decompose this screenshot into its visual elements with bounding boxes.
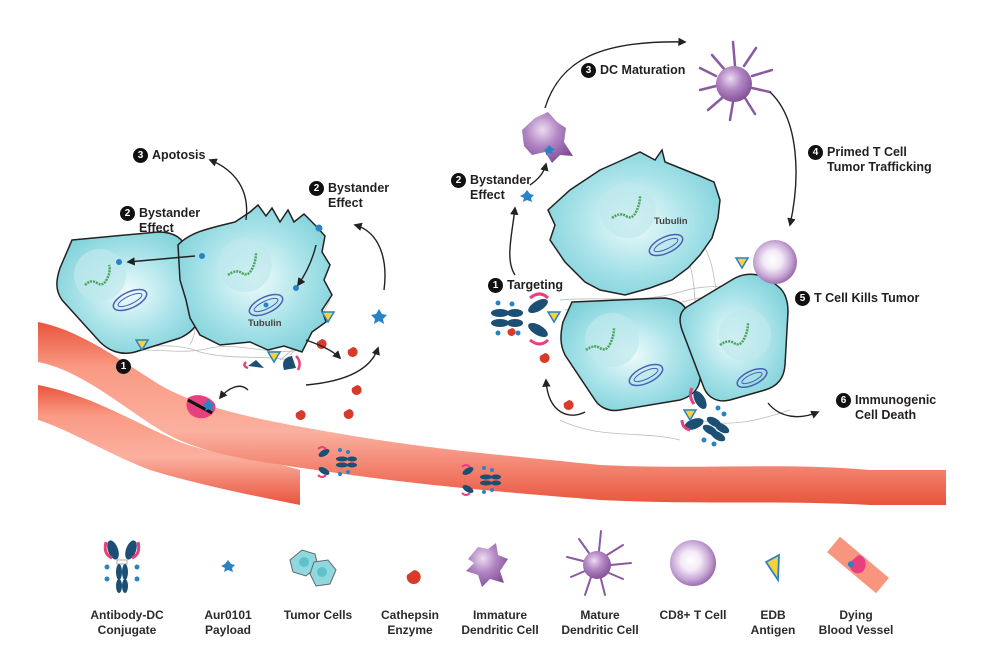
tubulin-label-right: Tubulin (654, 216, 688, 227)
right-step-immunogenic: 6 Immunogenic Cell Death (836, 393, 936, 423)
step-number: 3 (133, 148, 148, 163)
cathepsin-enzyme (539, 353, 550, 363)
legend-icon-immature-dc (466, 543, 508, 587)
step-label: DC Maturation (600, 63, 686, 77)
tumor-cell-right-bottom-right (679, 273, 789, 402)
legend-icon-cathepsin (406, 570, 421, 584)
adc-targeting (491, 292, 562, 346)
right-step-primed-t-cell: 4 Primed T Cell Tumor Trafficking (808, 145, 932, 175)
step-label: T Cell Kills Tumor (814, 291, 920, 305)
legend-icon-cd8-t-cell (670, 540, 716, 586)
legend-label-cathepsin: Cathepsin Enzyme (380, 608, 440, 637)
mature-dendritic-cell (698, 40, 774, 122)
cathepsin-enzymes-left (295, 339, 362, 420)
legend-icon-mature-dc (566, 530, 632, 596)
step-label: Bystander Effect (139, 206, 201, 235)
legend-label-tumor-cells: Tumor Cells (283, 608, 353, 622)
right-step-dc-maturation: 3 DC Maturation (581, 63, 685, 78)
step-number: 6 (836, 393, 851, 408)
right-step-bystander: 2 Bystander Effect (451, 173, 531, 203)
legend-icon-dying-vessel (827, 536, 889, 594)
tubulin-label-left: Tubulin (248, 318, 282, 329)
right-step-targeting: 1 Targeting (488, 278, 563, 293)
step-number: 2 (309, 181, 324, 196)
adc-in-vessel-1 (317, 446, 357, 478)
blood-vessel-main (38, 322, 946, 505)
adc-in-vessel-2 (461, 464, 501, 496)
legend-label-dying-vessel: Dying Blood Vessel (818, 608, 894, 637)
step-number: 2 (451, 173, 466, 188)
left-step-bystander-1: 2 Bystander Effect (120, 206, 200, 236)
step-label: Apotosis (152, 148, 206, 162)
legend-label-payload: Aur0101 Payload (204, 608, 252, 637)
step-number: 1 (488, 278, 503, 293)
legend-label-cd8-t-cell: CD8+ T Cell (659, 608, 727, 622)
legend-icon-tumor-cells (289, 549, 337, 587)
legend-label-immature-dc: Immature Dendritic Cell (461, 608, 539, 637)
blood-vessel-lower-branch (38, 385, 300, 505)
cathepsin-enzyme (563, 400, 574, 410)
step-label: Bystander Effect (470, 173, 532, 202)
tumor-cell-left-2-apoptotic (177, 203, 333, 353)
step-label: Bystander Effect (328, 181, 390, 210)
edb-antigen (320, 311, 336, 324)
tumor-cell-right-bottom-left (560, 297, 702, 412)
legend-icon-edb-antigen (764, 553, 780, 583)
step-number: 4 (808, 145, 823, 160)
adc-bound-bottom (680, 387, 730, 447)
legend-icon-payload (221, 560, 235, 572)
edb-antigen (734, 257, 750, 270)
edb-antigen (134, 339, 150, 352)
step-number: 5 (795, 291, 810, 306)
step-number: 2 (120, 206, 135, 221)
cd8-t-cell (753, 240, 797, 284)
left-step-1: 1 (116, 359, 135, 374)
arrows-right (509, 37, 820, 419)
vessel-damage-site (186, 395, 216, 419)
payload-free (520, 190, 534, 202)
step-number: 1 (116, 359, 131, 374)
tumor-cell-right-top (547, 148, 721, 296)
tumor-cell-left-1 (56, 231, 202, 354)
step-label: Targeting (507, 278, 564, 292)
edb-antigen (266, 351, 282, 364)
left-step-apoptosis: 3 Apotosis (133, 148, 205, 163)
arrows-left (126, 158, 386, 400)
legend-icon-adc (103, 540, 141, 593)
legend-label-edb-antigen: EDB Antigen (750, 608, 796, 637)
legend-label-adc: Antibody-DC Conjugate (90, 608, 164, 637)
payload-free (371, 309, 387, 324)
step-number: 3 (581, 63, 596, 78)
step-label: Immunogenic Cell Death (855, 393, 937, 422)
step-label: Primed T Cell Tumor Trafficking (827, 145, 932, 174)
immature-dendritic-cell (522, 112, 573, 163)
legend-label-mature-dc: Mature Dendritic Cell (561, 608, 639, 637)
left-step-bystander-2: 2 Bystander Effect (309, 181, 389, 211)
right-step-t-cell-kills: 5 T Cell Kills Tumor (795, 291, 919, 306)
adc-bound-fragment (243, 355, 301, 371)
